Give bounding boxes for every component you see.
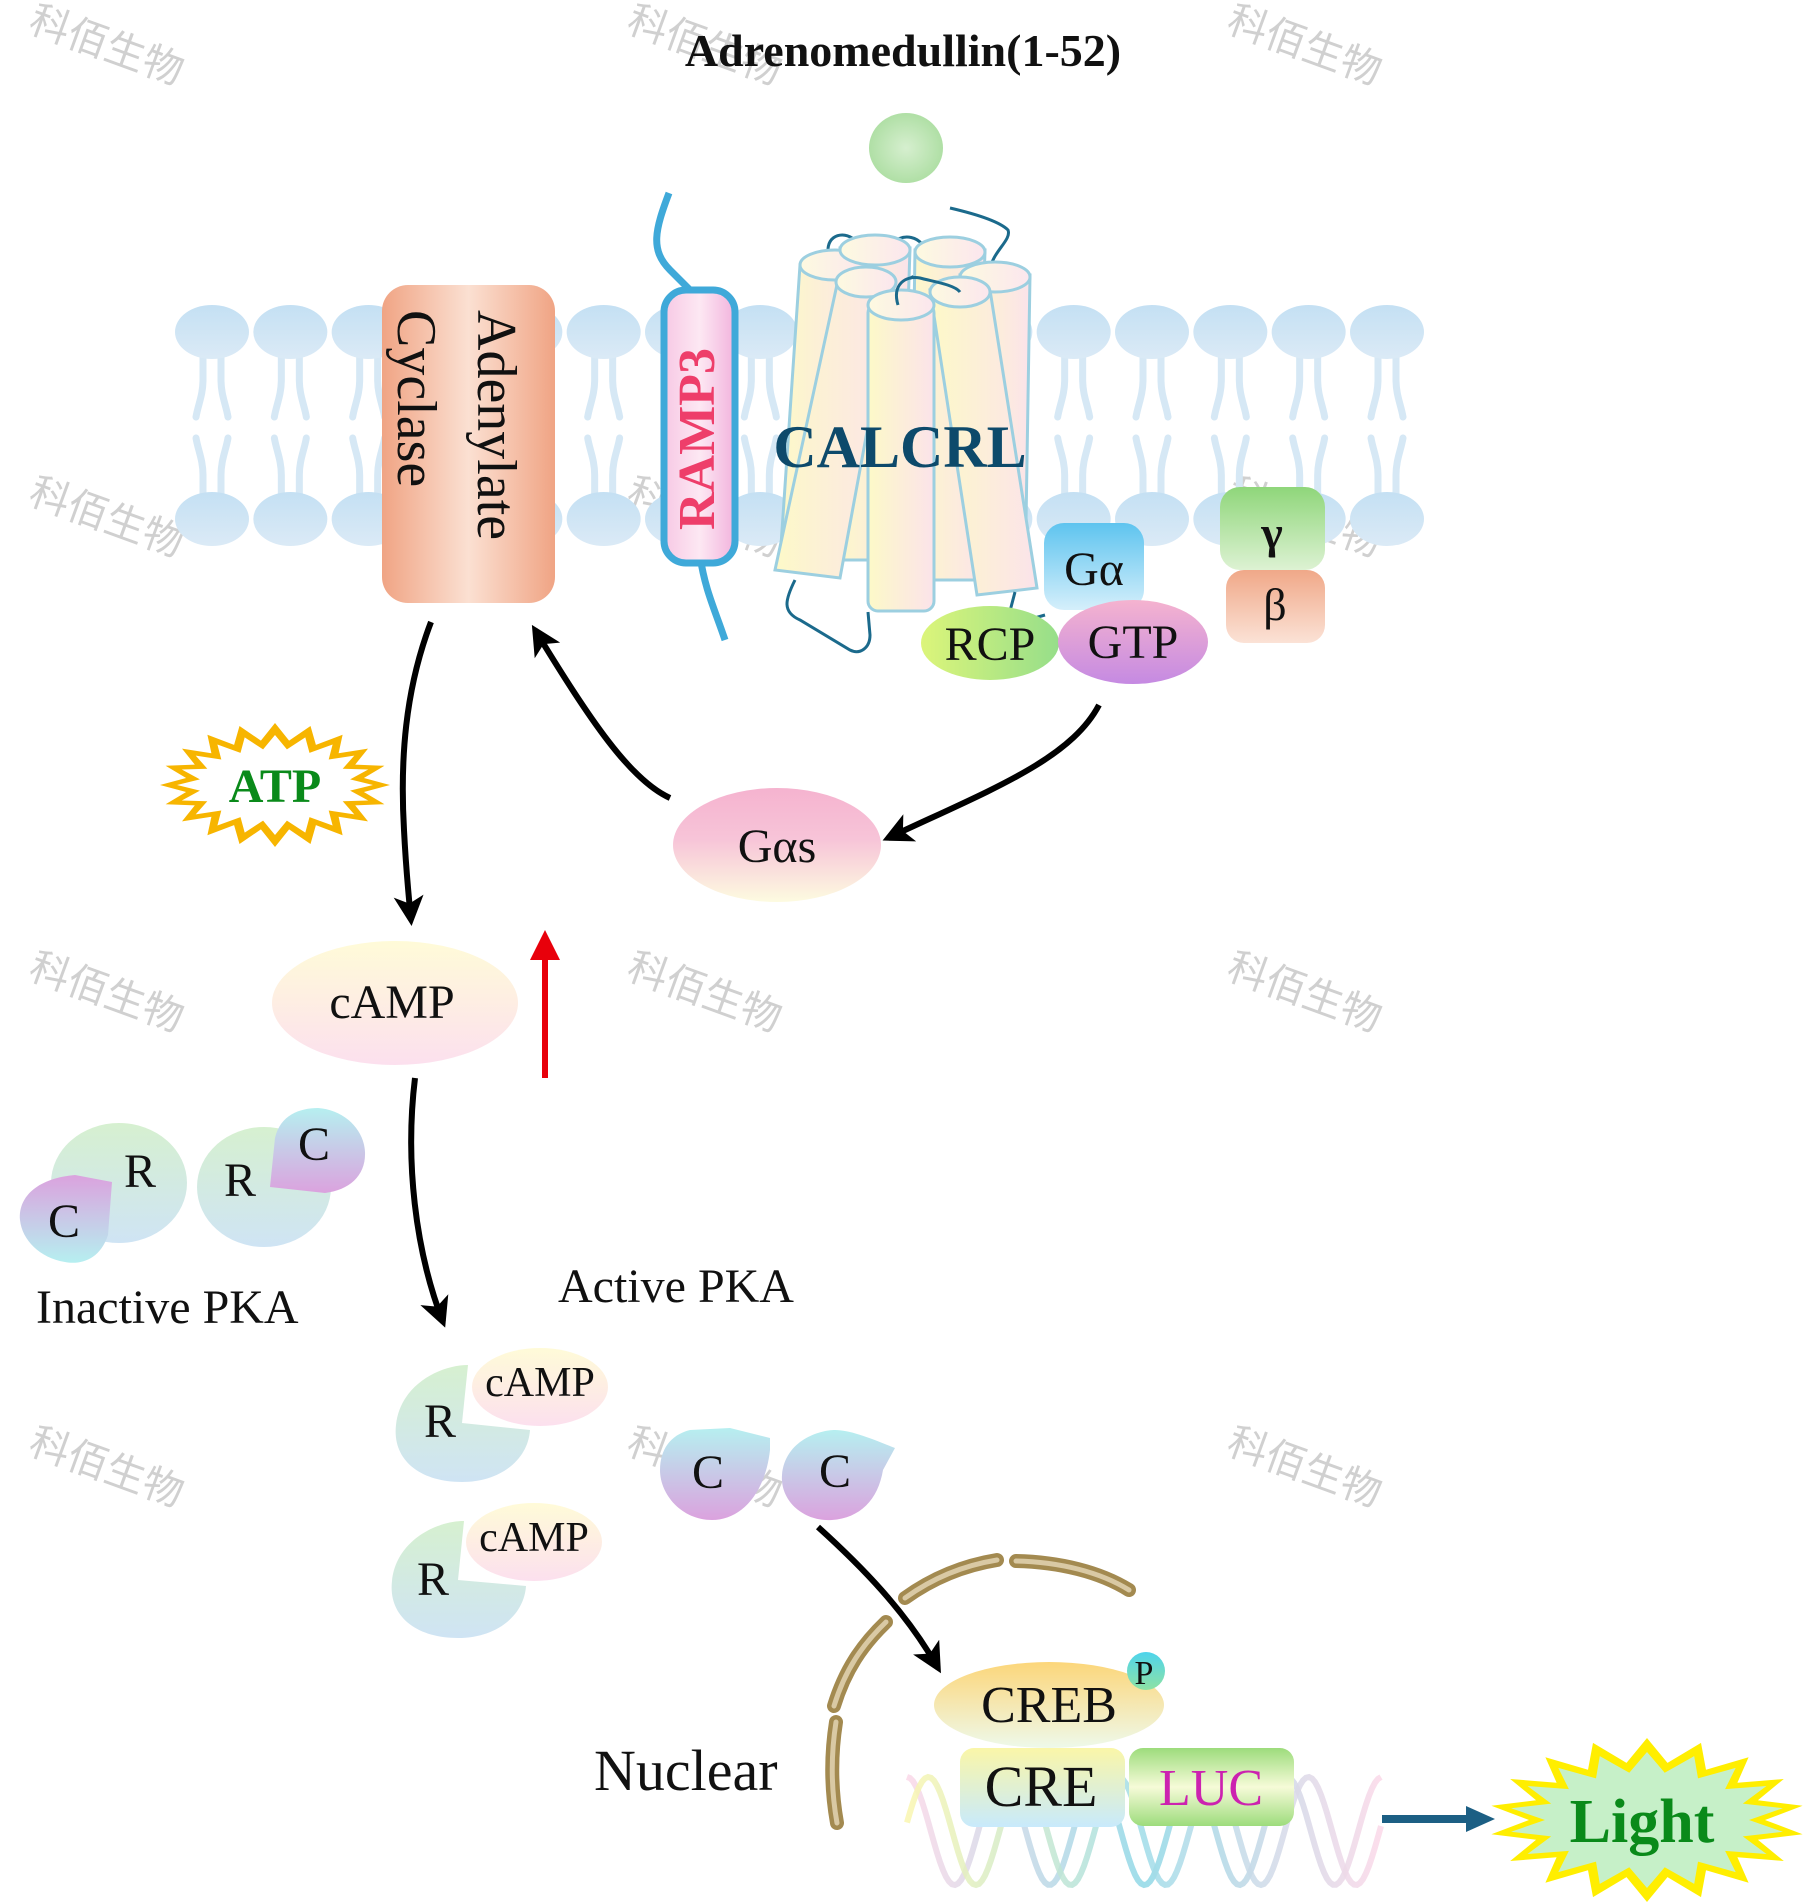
g-alpha-s[interactable]: Gαs	[673, 788, 881, 902]
watermark-text: 科佰生物	[23, 944, 189, 1042]
gtp-bound[interactable]: GTP	[1058, 600, 1208, 684]
active-pka-catalytic-1[interactable]: C	[660, 1428, 770, 1520]
active-camp1-label: cAMP	[485, 1360, 595, 1406]
watermark-text: 科佰生物	[621, 944, 787, 1042]
atp-label: ATP	[229, 760, 321, 813]
adrenomedullin-ligand[interactable]	[869, 113, 943, 183]
watermark-text: 科佰生物	[23, 1419, 189, 1517]
active-pka-catalytic-2[interactable]: C	[781, 1430, 895, 1521]
creb-label: CREB	[981, 1677, 1117, 1734]
adenylate-cyclase[interactable]: Adenylate Cyclase	[382, 285, 555, 603]
light-output[interactable]: Light	[1491, 1738, 1803, 1902]
watermark-text: 科佰生物	[23, 0, 189, 95]
cre-element[interactable]: CRE	[960, 1748, 1125, 1827]
watermark-text: 科佰生物	[1221, 0, 1387, 95]
adenylate-cyclase-label-line1: Adenylate	[465, 310, 527, 540]
atp-burst[interactable]: ATP	[160, 723, 390, 847]
ligand-title: Adrenomedullin(1-52)	[685, 25, 1121, 76]
inactive-pka-complex[interactable]: C R R C	[19, 1108, 366, 1263]
light-label: Light	[1570, 1788, 1715, 1856]
lipid	[723, 305, 798, 546]
lipid	[1271, 305, 1346, 546]
active-c1-label: C	[692, 1446, 724, 1499]
luc-label: LUC	[1159, 1760, 1263, 1817]
active-pka-regulatory-1[interactable]: R cAMP	[395, 1348, 608, 1482]
watermark-text: 科佰生物	[23, 469, 189, 567]
arrow-pka-to-creb	[815, 1524, 941, 1674]
calcrl-label: CALCRL	[773, 414, 1026, 480]
camp-label: cAMP	[329, 976, 454, 1029]
inactive-r1: R	[124, 1145, 156, 1198]
ramp3-label: RAMP3	[669, 348, 726, 530]
ramp3-intracellular-tail	[696, 555, 729, 642]
active-pka-regulatory-2[interactable]: R cAMP	[391, 1503, 602, 1638]
camp[interactable]: cAMP	[272, 941, 518, 1065]
watermark-text: 科佰生物	[1221, 1419, 1387, 1517]
cre-label: CRE	[985, 1754, 1098, 1819]
rcp-protein[interactable]: RCP	[921, 606, 1059, 680]
watermark-text: 科佰生物	[1221, 944, 1387, 1042]
ramp3-extracellular-tail	[653, 191, 703, 303]
inactive-pka-label: Inactive PKA	[36, 1281, 299, 1334]
g-gamma-subunit[interactable]: γ	[1220, 487, 1325, 570]
nuclear-envelope	[825, 1553, 1136, 1830]
g-alpha-label: Gα	[1064, 543, 1124, 596]
creb[interactable]: CREB	[934, 1662, 1164, 1748]
atp-star-inner	[177, 735, 373, 835]
rcp-label: RCP	[945, 618, 1036, 671]
lipid	[1115, 305, 1189, 546]
active-camp2-label: cAMP	[479, 1515, 589, 1561]
nuclear-label: Nuclear	[594, 1738, 778, 1803]
g-beta-subunit[interactable]: β	[1226, 570, 1325, 643]
lipid	[253, 305, 328, 546]
light-star-inner	[1511, 1752, 1783, 1888]
lipid	[1350, 305, 1424, 546]
increase-arrow	[530, 930, 560, 1078]
arrow-gas-to-ac	[531, 624, 672, 801]
beta-label: β	[1263, 579, 1286, 630]
lipid	[566, 305, 641, 546]
g-alpha-subunit[interactable]: Gα	[1044, 523, 1144, 610]
phospho-label: P	[1135, 1655, 1154, 1692]
active-r2-label: R	[417, 1553, 449, 1606]
gtp-label: GTP	[1088, 616, 1179, 669]
phospho-group[interactable]: P	[1127, 1652, 1165, 1692]
dna-strand	[904, 1773, 1384, 1889]
inactive-r2: R	[224, 1154, 256, 1207]
ramp3[interactable]: RAMP3	[653, 191, 739, 642]
active-c2-label: C	[819, 1445, 851, 1498]
lipid	[175, 305, 249, 546]
g-alpha-s-label: Gαs	[738, 820, 817, 873]
inactive-c2: C	[298, 1118, 330, 1171]
arrow-camp-to-pka	[408, 1077, 449, 1328]
luc-reporter[interactable]: LUC	[1129, 1748, 1294, 1826]
lipid	[1036, 305, 1111, 546]
output-arrow	[1382, 1806, 1495, 1832]
inactive-c1: C	[48, 1195, 80, 1248]
active-pka-label: Active PKA	[558, 1260, 794, 1313]
adenylate-cyclase-label-line2: Cyclase	[385, 310, 447, 487]
calcrl-receptor[interactable]: CALCRL	[773, 206, 1046, 654]
gamma-label: γ	[1260, 507, 1283, 558]
active-r1-label: R	[424, 1395, 456, 1448]
arrow-gtp-to-gas	[882, 703, 1102, 842]
arrow-ac-to-camp	[393, 620, 434, 926]
